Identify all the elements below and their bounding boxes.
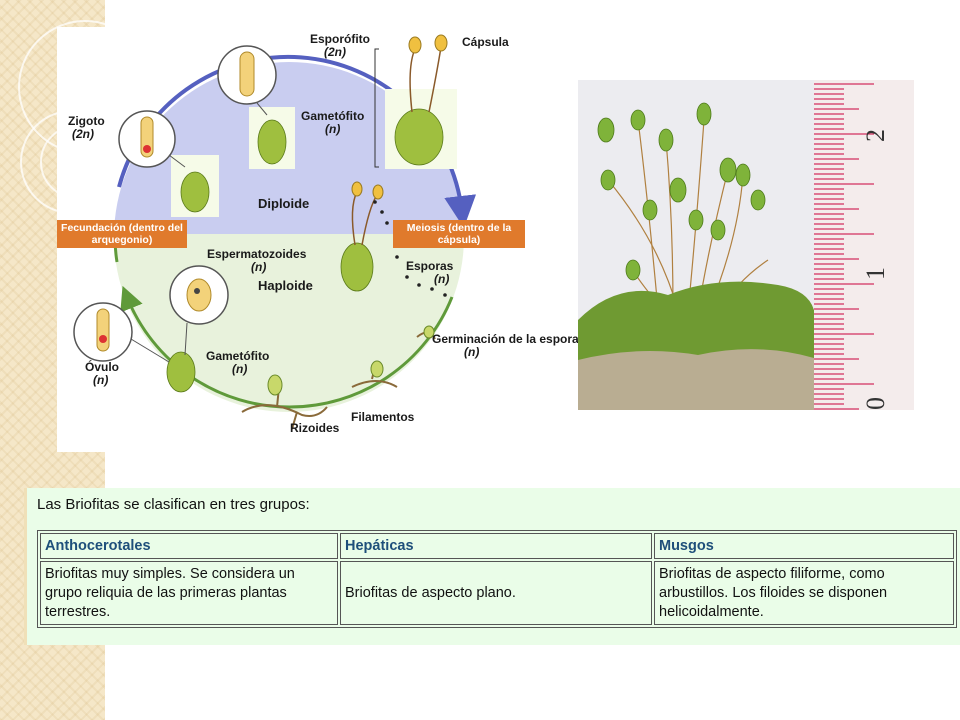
label-gametofito-top: Gametófito (n) bbox=[301, 110, 364, 136]
label-germinacion: Germinación de la espora (n) bbox=[432, 333, 579, 359]
label-text: Rizoides bbox=[290, 421, 340, 435]
label-diploide: Diploide bbox=[258, 197, 309, 210]
ruler-number-0: 0 bbox=[861, 397, 890, 410]
label-ploidy: (n) bbox=[232, 362, 248, 376]
connector-line bbox=[256, 102, 268, 116]
spores-dots bbox=[373, 200, 447, 297]
antheridium-shape bbox=[186, 278, 212, 312]
ruler bbox=[814, 80, 914, 410]
label-text: Esporófito bbox=[310, 32, 370, 46]
moss-photo: 2 1 0 bbox=[578, 80, 914, 410]
label-rizoides: Rizoides bbox=[290, 422, 339, 435]
moss-life-cycle-diagram: Esporófito (2n) Cápsula Zigoto (2n) Game… bbox=[57, 27, 579, 452]
ruler-ticks bbox=[814, 83, 874, 410]
fecundacion-box: Fecundación (dentro del arquegonio) bbox=[57, 220, 187, 248]
label-text: Cápsula bbox=[462, 35, 509, 49]
zygote-dot bbox=[143, 145, 151, 153]
label-ploidy: (2n) bbox=[324, 45, 346, 59]
haploid-arrow bbox=[120, 285, 454, 409]
classification-panel: Las Briofitas se clasifican en tres grup… bbox=[24, 488, 960, 645]
label-text: Esporas bbox=[406, 259, 454, 273]
label-ploidy: (n) bbox=[251, 260, 267, 274]
label-ploidy: (n) bbox=[434, 272, 450, 286]
life-cycle-drawing bbox=[73, 34, 477, 430]
label-ploidy: (n) bbox=[93, 373, 109, 387]
header-hepaticas: Hepáticas bbox=[340, 533, 652, 559]
ruler-number-2: 2 bbox=[861, 129, 890, 142]
connector-line bbox=[130, 338, 170, 363]
label-ploidy: (n) bbox=[325, 122, 341, 136]
label-esporas: Esporas (n) bbox=[406, 260, 453, 286]
sporophyte-embryo-shape bbox=[239, 51, 255, 97]
ruler-number-1: 1 bbox=[861, 267, 890, 280]
label-text: Diploide bbox=[258, 196, 310, 211]
label-haploide: Haploide bbox=[258, 279, 313, 292]
header-anthocerotales: Anthocerotales bbox=[40, 533, 338, 559]
moss-capsules bbox=[597, 102, 766, 281]
label-text: Espermatozoides bbox=[207, 247, 307, 261]
connector-line bbox=[168, 154, 186, 168]
connector-line bbox=[184, 322, 188, 356]
label-espermatozoides: Espermatozoides (n) bbox=[207, 248, 306, 274]
label-text: Haploide bbox=[258, 278, 313, 293]
label-esporofito: Esporófito (2n) bbox=[310, 33, 370, 59]
label-text: Zigoto bbox=[68, 114, 105, 128]
cell-hepaticas: Briofitas de aspecto plano. bbox=[340, 561, 652, 625]
label-capsula: Cápsula bbox=[462, 36, 509, 49]
header-musgos: Musgos bbox=[654, 533, 954, 559]
soil bbox=[578, 349, 814, 410]
moss-photo-drawing: 2 1 0 bbox=[578, 80, 914, 410]
sperm-dot bbox=[194, 288, 200, 294]
cell-anthocerotales: Briofitas muy simples. Se considera un g… bbox=[40, 561, 338, 625]
archegonium-ovule-shape bbox=[96, 308, 110, 352]
bryophyte-groups-table: Anthocerotales Hepáticas Musgos Briofita… bbox=[37, 530, 957, 628]
label-gametofito-bottom: Gametófito (n) bbox=[206, 350, 269, 376]
capsule-icon bbox=[351, 34, 448, 200]
label-zigoto: Zigoto (2n) bbox=[68, 115, 105, 141]
label-text: Óvulo bbox=[85, 360, 120, 374]
bracket-line bbox=[374, 48, 379, 168]
table-row: Briofitas muy simples. Se considera un g… bbox=[40, 561, 954, 625]
table-header-row: Anthocerotales Hepáticas Musgos bbox=[40, 533, 954, 559]
label-ploidy: (2n) bbox=[72, 127, 94, 141]
label-filamentos: Filamentos bbox=[351, 411, 414, 424]
label-text: Gametófito bbox=[301, 109, 365, 123]
ovule-dot bbox=[99, 335, 107, 343]
label-text: Germinación de la espora bbox=[432, 332, 579, 346]
small-plant-icons bbox=[267, 325, 435, 396]
meiosis-box: Meiosis (dentro de la cápsula) bbox=[393, 220, 525, 248]
label-text: Fecundación (dentro del arquegonio) bbox=[61, 222, 183, 246]
label-text: Meiosis (dentro de la cápsula) bbox=[406, 222, 512, 246]
table-intro-text: Las Briofitas se clasifican en tres grup… bbox=[37, 496, 310, 513]
label-ploidy: (n) bbox=[464, 345, 480, 359]
label-ovulo: Óvulo (n) bbox=[85, 361, 119, 387]
moss-plant-icon bbox=[166, 108, 444, 393]
label-text: Gametófito bbox=[206, 349, 270, 363]
label-text: Filamentos bbox=[351, 410, 415, 424]
cell-musgos: Briofitas de aspecto filiforme, como arb… bbox=[654, 561, 954, 625]
